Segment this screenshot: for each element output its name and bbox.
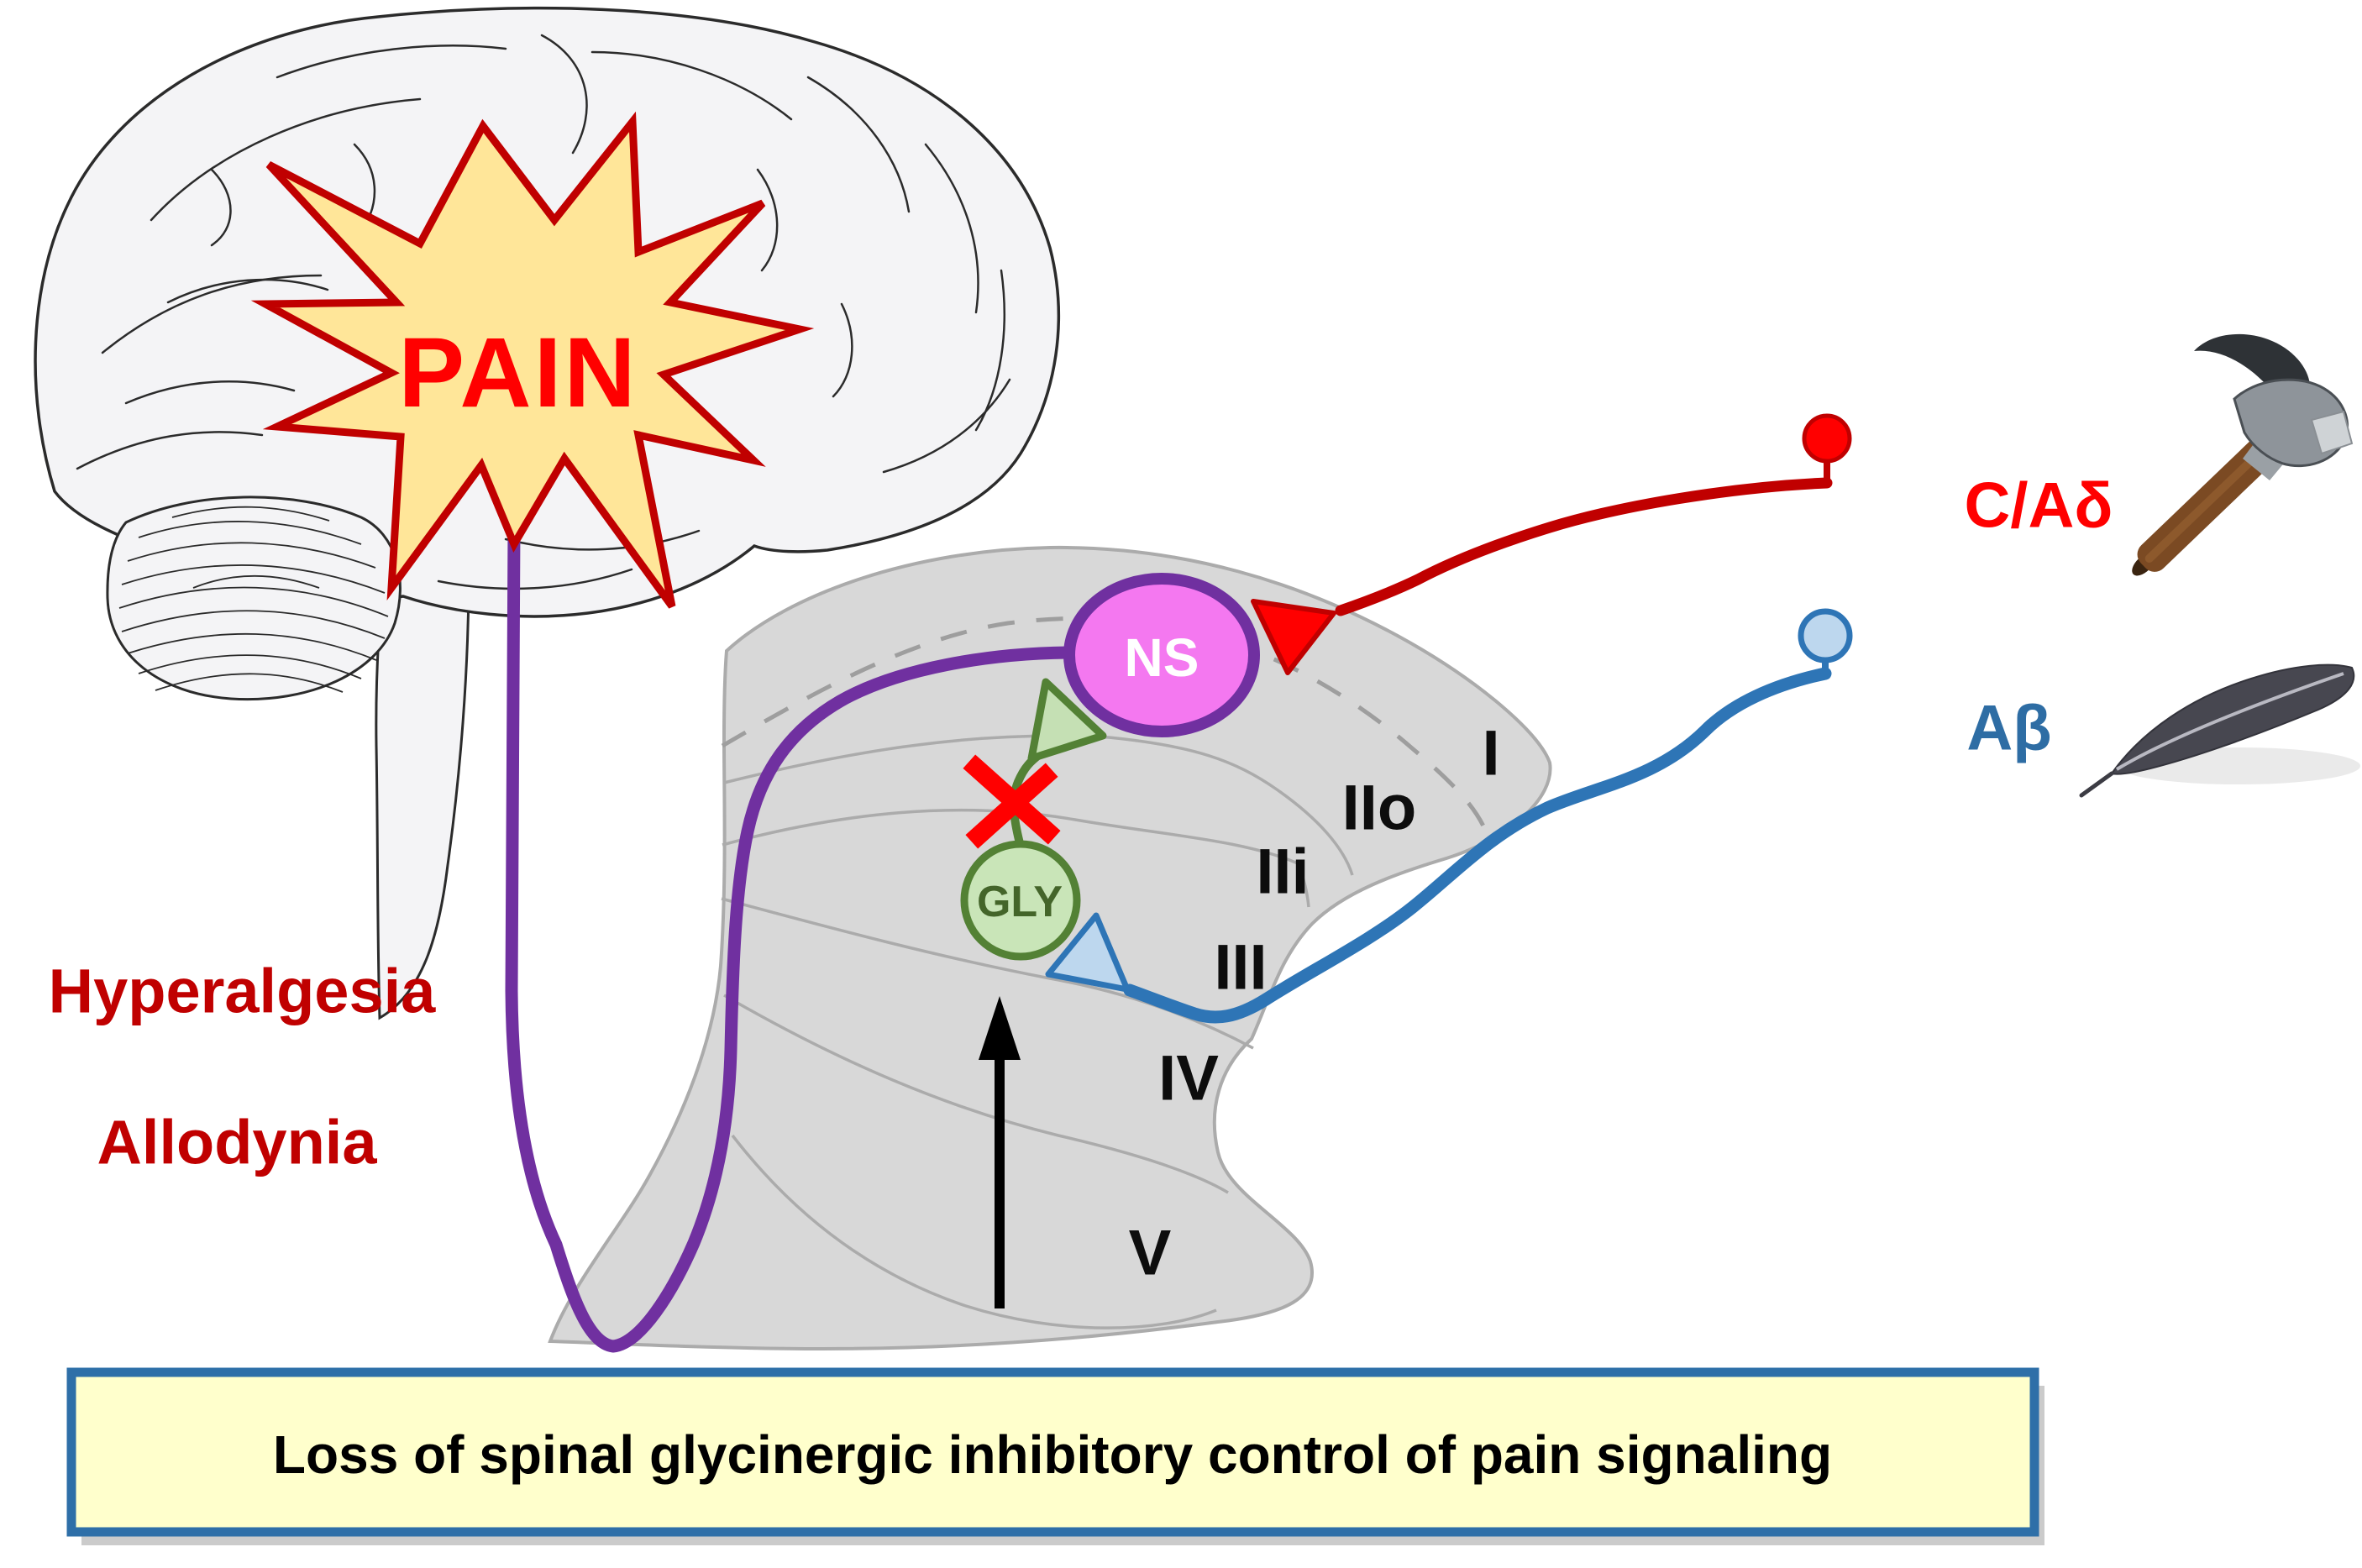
feather-shaft <box>2115 672 2344 771</box>
hyperalgesia-label: Hyperalgesia <box>49 957 437 1026</box>
lamina-label-IIo: IIo <box>1342 773 1417 844</box>
lamina-line-V-bottom <box>731 1134 1217 1329</box>
pain-label: PAIN <box>398 317 638 428</box>
lamina-line-IIo-IIi <box>723 734 1354 876</box>
c-adelta-axon <box>1335 477 1833 616</box>
abeta-synapse-terminal <box>1045 912 1131 993</box>
ns-neuron <box>1063 573 1260 737</box>
lamina-label-I: I <box>1482 718 1499 789</box>
banner-label: Loss of spinal glycinergic inhibitory co… <box>273 1424 1832 1485</box>
c-adelta-synapse-terminal <box>1251 599 1336 675</box>
c-adelta-soma <box>1802 413 1852 464</box>
ns-neuron-group: NS <box>1063 573 1260 737</box>
abeta-axon <box>1123 667 1832 1024</box>
gly-label: GLY <box>977 878 1063 926</box>
c-adelta-label: C/Aδ <box>1965 470 2113 542</box>
hammer-claw <box>2194 333 2310 386</box>
abeta-soma <box>1798 608 1853 663</box>
brainstem <box>375 581 470 1020</box>
lamina-label-IV: IV <box>1158 1043 1219 1114</box>
cerebellum <box>106 496 402 701</box>
ascending-pain-pathway <box>505 521 1075 1353</box>
lamina-label-IIi: IIi <box>1256 836 1309 908</box>
gly-synapse-terminal <box>1027 678 1107 763</box>
up-arrow-icon <box>979 996 1021 1308</box>
hammer-icon <box>2132 333 2354 576</box>
conclusion-banner: Loss of spinal glycinergic inhibitory co… <box>66 1367 2044 1545</box>
hammer-face <box>2310 410 2354 455</box>
laminae-labels: I IIo IIi III IV V <box>1129 718 1500 1289</box>
gly-neuron <box>960 840 1081 961</box>
allodynia-label: Allodynia <box>97 1108 377 1177</box>
lamina-label-III: III <box>1214 932 1267 1004</box>
red-x-icon <box>963 754 1061 849</box>
lamina-line-IV-V <box>723 994 1229 1194</box>
c-adelta-fiber: C/Aδ <box>1251 413 2113 675</box>
starburst-shape <box>250 111 815 609</box>
abeta-fiber: Aβ <box>1045 608 2052 1024</box>
lamina-line-IIi-III <box>722 808 1310 908</box>
feather-icon <box>2079 663 2360 798</box>
feather-quill-tip <box>2079 771 2114 798</box>
abeta-label: Aβ <box>1966 693 2051 764</box>
hammer-neck <box>2243 438 2286 480</box>
pain-starburst: PAIN <box>250 111 815 609</box>
brain-gyri <box>76 34 1011 590</box>
lamina-label-V: V <box>1129 1218 1172 1289</box>
banner-box <box>66 1367 2039 1537</box>
cerebellum-folia-hatching <box>118 506 389 693</box>
ns-label: NS <box>1125 627 1199 688</box>
gly-neuron-group: GLY <box>960 678 1107 961</box>
